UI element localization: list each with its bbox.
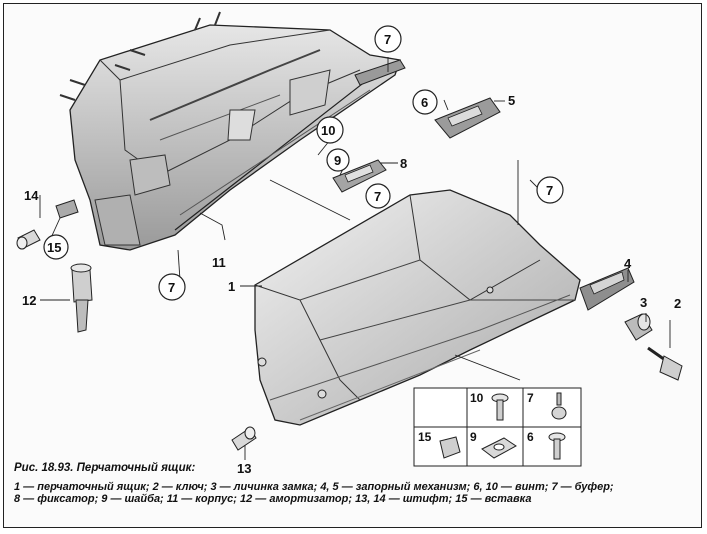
callout-6: 6 <box>412 89 438 115</box>
pin-13 <box>231 426 257 451</box>
callout-9: 9 <box>326 148 350 172</box>
callout-8: 8 <box>400 156 407 171</box>
buffer-strip <box>354 59 406 86</box>
glove-box-1 <box>254 189 581 426</box>
callout-7-right: 7 <box>536 176 564 204</box>
svg-text:11: 11 <box>212 255 226 270</box>
svg-text:2: 2 <box>674 296 681 311</box>
lock-cylinder-3 <box>624 313 653 341</box>
pin-14 <box>16 199 79 250</box>
damper-12 <box>70 263 93 333</box>
housing-11 <box>59 11 401 251</box>
parts-table: 10 7 15 9 6 <box>413 387 582 467</box>
callout-14: 14 <box>24 188 39 203</box>
callout-2: 2 <box>674 296 681 311</box>
table-label-9: 9 <box>470 430 477 444</box>
callout-1: 1 <box>228 279 235 294</box>
lock-mechanism-4 <box>579 267 635 311</box>
figure-legend: 1 — перчаточный ящик; 2 — ключ; 3 — личи… <box>14 481 698 505</box>
callout-10: 10 <box>316 116 344 144</box>
svg-text:10: 10 <box>321 123 335 138</box>
lock-mechanism-5 <box>434 97 501 139</box>
svg-text:12: 12 <box>22 293 36 308</box>
svg-text:8: 8 <box>400 156 407 171</box>
table-label-7: 7 <box>527 391 534 405</box>
callout-7-top: 7 <box>374 25 402 53</box>
svg-text:9: 9 <box>334 153 341 168</box>
callout-15: 15 <box>43 234 69 260</box>
svg-text:7: 7 <box>168 280 175 295</box>
svg-text:14: 14 <box>24 188 39 203</box>
svg-text:7: 7 <box>546 183 553 198</box>
callout-7-left: 7 <box>158 273 186 301</box>
svg-text:1: 1 <box>228 279 235 294</box>
callout-11: 11 <box>212 255 226 270</box>
svg-text:5: 5 <box>508 93 515 108</box>
table-label-15: 15 <box>418 430 432 444</box>
buffer-7-icon <box>551 392 567 420</box>
retainer-8 <box>332 159 387 193</box>
callout-7-middle: 7 <box>365 183 391 209</box>
svg-text:6: 6 <box>421 95 428 110</box>
svg-text:13: 13 <box>237 461 251 476</box>
svg-text:3: 3 <box>640 295 647 310</box>
svg-text:7: 7 <box>384 32 391 47</box>
figure-title: Рис. 18.93. Перчаточный ящик: <box>14 462 196 474</box>
screw-10-icon <box>491 393 509 421</box>
table-label-10: 10 <box>470 391 484 405</box>
callout-13: 13 <box>237 461 251 476</box>
legend-line-2: 8 — фиксатор; 9 — шайба; 11 — корпус; 12… <box>14 493 532 505</box>
svg-text:15: 15 <box>47 240 61 255</box>
svg-text:4: 4 <box>624 256 632 271</box>
callout-4: 4 <box>624 256 632 271</box>
table-label-6: 6 <box>527 430 534 444</box>
screw-6-icon <box>548 432 566 460</box>
legend-line-1: 1 — перчаточный ящик; 2 — ключ; 3 — личи… <box>14 481 614 493</box>
callout-5: 5 <box>508 93 515 108</box>
callout-3: 3 <box>640 295 647 310</box>
insert-15-icon <box>439 436 461 459</box>
key-2 <box>647 346 683 381</box>
svg-text:7: 7 <box>374 189 381 204</box>
washer-9-icon <box>481 437 517 459</box>
callout-12: 12 <box>22 293 36 308</box>
